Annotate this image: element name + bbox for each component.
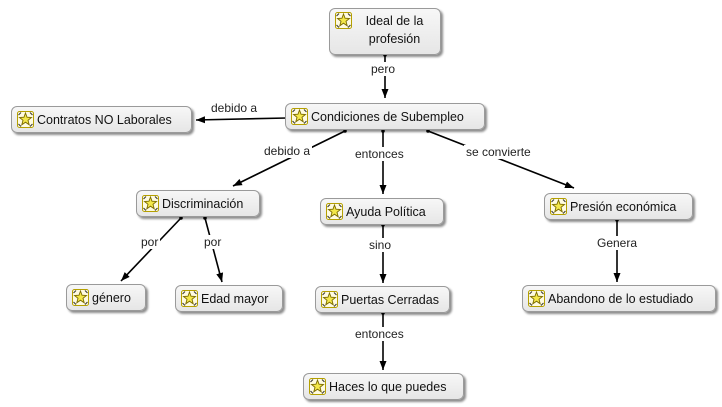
node-contratos-no-laborales[interactable]: Contratos NO Laborales [11,106,192,133]
connection-line [204,217,224,283]
connection-line [195,116,288,124]
link-label-sino: sino [367,238,394,252]
node-label: Presión económica [570,199,677,214]
node-label: Ideal de la profesión [365,14,424,46]
concept-resource-icon [335,12,352,29]
link-label-debido-a: debido a [262,144,313,158]
node-label: Haces lo que puedes [329,379,447,394]
node-label: Edad mayor [201,291,269,306]
connection-anchor [426,129,430,133]
node-ayuda-politica[interactable]: Ayuda Política [320,198,444,225]
concept-resource-icon [291,108,308,125]
concept-resource-icon [181,290,198,307]
node-abandono-de-lo-estudiado[interactable]: Abandono de lo estudiado [522,285,716,312]
node-genero[interactable]: género [66,284,146,311]
node-ideal-de-la-profesion[interactable]: Ideal de la profesión [329,8,441,55]
concept-resource-icon [326,203,343,220]
connection-anchor [203,216,207,220]
concept-resource-icon [17,111,34,128]
connection-anchor [343,129,347,133]
connection-line [232,130,346,187]
node-label: Ayuda Política [346,204,426,219]
concept-resource-icon [72,289,89,306]
node-condiciones-de-subempleo[interactable]: Condiciones de Subempleo [285,103,485,130]
link-label-genera: Genera [595,236,640,250]
connection-anchor [179,216,183,220]
connection-line [120,217,182,282]
link-label-se-convierte: se convierte [464,145,533,159]
node-edad-mayor[interactable]: Edad mayor [175,285,283,312]
concept-resource-icon [550,198,567,215]
link-label-por: por [139,235,161,249]
concept-resource-icon [528,290,545,307]
link-label-por: por [202,235,224,249]
concept-resource-icon [142,195,159,212]
link-label-debido-a: debido a [209,101,260,115]
concept-resource-icon [309,378,326,395]
connection-anchor [381,129,385,133]
node-label: Condiciones de Subempleo [311,109,464,124]
node-haces-lo-que-puedes[interactable]: Haces lo que puedes [303,373,464,400]
node-label: Contratos NO Laborales [37,112,172,127]
concept-resource-icon [321,291,338,308]
node-label: Discriminación [162,196,244,211]
link-label-pero: pero [369,62,398,76]
node-label: Puertas Cerradas [341,292,439,307]
link-label-entonces: entonces [353,327,406,341]
node-puertas-cerradas[interactable]: Puertas Cerradas [315,286,450,313]
node-label: Abandono de lo estudiado [548,291,694,306]
node-discriminacion[interactable]: Discriminación [136,190,260,217]
connection-line [427,130,575,189]
node-label: género [92,290,131,305]
node-presion-economica[interactable]: Presión económica [544,193,693,220]
link-label-entonces: entonces [353,147,406,161]
